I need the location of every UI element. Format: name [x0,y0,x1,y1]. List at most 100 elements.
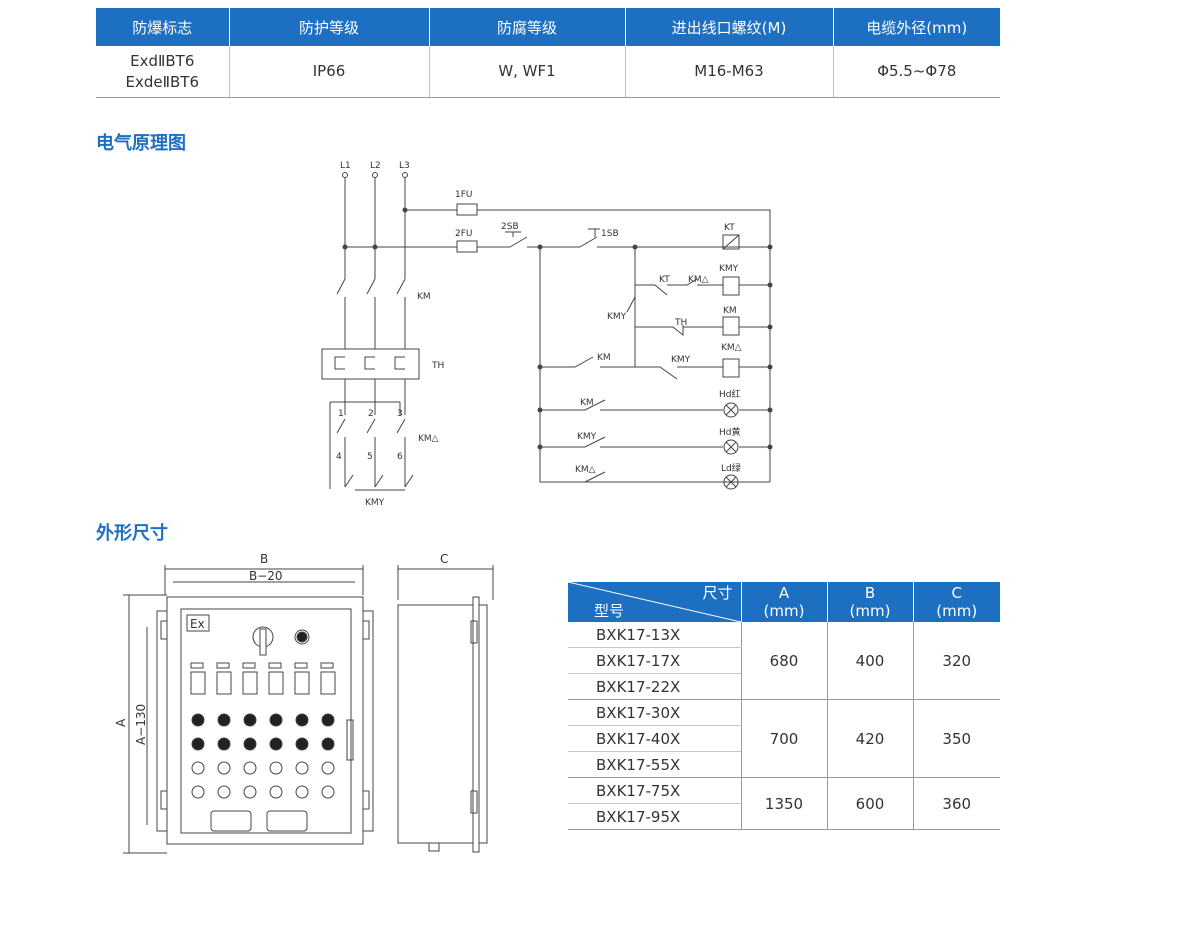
indicator-grid [191,713,335,751]
coil-kt [722,234,740,250]
value-c: 320 [912,622,1000,700]
value-b: 420 [826,699,913,778]
label-2sb: 2SB [501,222,519,232]
label-kmy-coil: KMY [719,264,739,274]
branch-lamp-green [584,471,723,483]
wiring-terminal-bus [329,401,401,489]
label-terminal-5: 5 [367,452,373,462]
cell-cable-diameter: Φ5.5~Φ78 [832,46,1000,98]
branch-kmy [626,247,770,315]
label-kmy-contact-2: KMY [671,355,691,365]
thermal-relay [321,348,420,380]
model-cell: BXK17-13X [568,622,741,648]
branch-lamp-yellow [540,436,770,448]
label-l2: L2 [370,161,381,171]
label-kmy-contact-1: KMY [607,312,627,322]
model-cell: BXK17-22X [568,673,741,700]
lamp-yellow [723,439,739,455]
label-terminal-6: 6 [397,452,403,462]
dimensions-title: 外形尺寸 [96,523,168,544]
label-th: TH [431,361,444,371]
fuse-2fu [456,240,478,253]
label-1sb: 1SB [601,229,619,239]
spec-value-row: ExdⅡBT6 ExdeⅡBT6 IP66 W, WF1 M16-M63 Φ5.… [96,46,1000,98]
label-a130: A−130 [134,704,148,745]
cell-marking: ExdⅡBT6 ExdeⅡBT6 [96,46,229,98]
model-cell: BXK17-55X [568,751,741,778]
schematic-title: 电气原理图 [96,133,186,154]
label-kmy-lamp: KMY [577,432,597,442]
table-row: BXK17-75X 1350 600 360 [568,777,1000,830]
label-th-contact: TH [674,318,687,328]
value-a: 1350 [740,777,827,830]
table-row: BXK17-55X [568,751,1000,778]
label-km-lamp: KM [580,398,594,408]
label-kt: KT [724,223,735,233]
control-feed-1 [405,209,771,247]
size-table: 尺寸 型号 A(mm) B(mm) C(mm) BXK17-13X 680 40… [568,582,1000,830]
size-header-row: 尺寸 型号 A(mm) B(mm) C(mm) [568,582,1000,622]
spec-table: 防爆标志 防护等级 防腐等级 进出线口螺纹(M) 电缆外径(mm) ExdⅡBT… [96,8,1000,98]
label-a: A [114,718,128,727]
coil-kmy [722,276,740,296]
outline-drawing: B B−20 C A A−130 Ex [114,552,494,854]
contactor-km [336,278,406,349]
label-b20: B−20 [249,569,283,583]
header-size: 尺寸 [702,584,733,602]
dim-a [123,594,167,854]
electrical-schematic: L1 L2 L3 1FU 2FU 2SB 1SB KT KT KM△ KMY K… [321,161,773,508]
value-b: 600 [826,777,913,830]
label-km-main: KM [417,292,431,302]
header-marking: 防爆标志 [96,8,229,46]
label-kt-contact: KT [659,275,670,285]
table-row: BXK17-22X [568,673,1000,700]
label-hd-red: Hd红 [719,388,740,400]
label-hd-yellow: Hd黄 [719,426,740,438]
cell-thread: M16-M63 [624,46,833,98]
terminal-l3 [402,172,408,178]
label-kmd-contact-1: KM△ [688,275,709,285]
branch-kmd [540,327,770,380]
header-model: 型号 [594,602,625,620]
cell-anticorrosion: W, WF1 [428,46,625,98]
label-ex: Ex [190,617,205,631]
lamp-red [723,402,739,418]
label-2fu: 2FU [455,229,473,239]
label-ld-green: Ld绿 [721,462,741,474]
coil-km [722,316,740,336]
table-row: BXK17-95X [568,803,1000,830]
dim-b [164,565,364,595]
contactor-kmy [344,474,414,491]
table-row: BXK17-30X 700 420 350 [568,699,1000,778]
value-a: 700 [740,699,827,778]
dim-c [397,565,494,600]
header-a: A(mm) [740,582,827,622]
label-l1: L1 [340,161,351,171]
branch-km [634,315,770,337]
header-cable-diameter: 电缆外径(mm) [832,8,1000,46]
label-km-coil: KM [723,306,737,316]
model-cell: BXK17-17X [568,647,741,674]
lamp-green [723,474,739,490]
phase-lines [344,178,406,279]
header-protection: 防护等级 [228,8,429,46]
model-cell: BXK17-75X [568,777,741,804]
model-cell: BXK17-40X [568,725,741,752]
label-kmd-main: KM△ [418,434,439,444]
value-b: 400 [826,622,913,700]
table-row: BXK17-17X [568,647,1000,674]
label-terminal-1: 1 [338,409,344,419]
window-right [266,810,308,832]
value-c: 360 [912,777,1000,830]
model-cell: BXK17-30X [568,699,741,726]
label-terminal-4: 4 [336,452,342,462]
label-b: B [260,552,268,566]
label-terminal-3: 3 [397,409,403,419]
value-c: 350 [912,699,1000,778]
header-c: C(mm) [912,582,1000,622]
table-row: BXK17-13X 680 400 320 [568,622,1000,700]
diagonal-line [568,582,741,622]
cell-protection: IP66 [228,46,429,98]
label-kmy-main: KMY [365,498,385,508]
terminal-l1 [342,172,348,178]
